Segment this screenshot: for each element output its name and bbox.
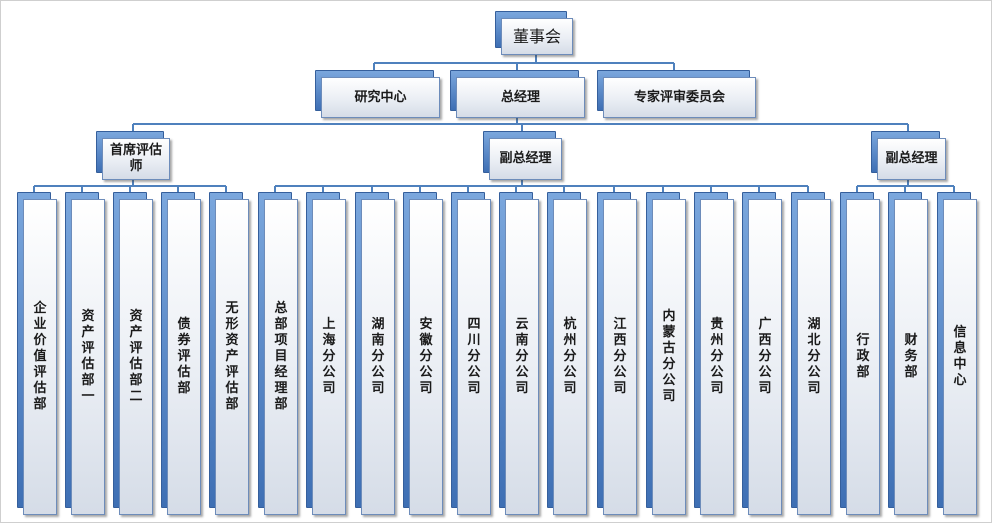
box-front: 财务部 <box>894 199 928 515</box>
jiangxi-branch-box: 江西分公司 <box>597 192 637 515</box>
box-label: 首席评估师 <box>109 143 162 174</box>
box-front: 副总经理 <box>489 138 562 180</box>
general-manager-box: 总经理 <box>450 70 585 118</box>
administration-dept-box: 行政部 <box>840 192 880 515</box>
box-label: 贵州分公司 <box>710 317 724 396</box>
box-label: 广西分公司 <box>758 317 772 396</box>
box-label: 安徽分公司 <box>419 317 433 396</box>
box-label: 研究中心 <box>354 89 407 105</box>
box-label: 资产评估部二 <box>129 309 143 404</box>
deputy-general-manager-box-1: 副总经理 <box>483 131 562 180</box>
box-label: 无形资产评估部 <box>225 301 239 412</box>
board-of-directors-box: 董事会 <box>495 11 573 55</box>
box-label: 四川分公司 <box>467 317 481 396</box>
box-label: 云南分公司 <box>515 317 529 396</box>
box-label: 湖北分公司 <box>807 317 821 396</box>
chief-appraiser-box: 首席评估师 <box>96 131 170 180</box>
box-front: 总经理 <box>456 77 585 118</box>
box-label: 专家评审委员会 <box>633 89 725 105</box>
box-front: 安徽分公司 <box>409 199 443 515</box>
guangxi-branch-box: 广西分公司 <box>742 192 782 515</box>
box-label: 债券评估部 <box>177 317 191 396</box>
box-label: 行政部 <box>856 333 870 380</box>
box-label: 上海分公司 <box>322 317 336 396</box>
information-center-box: 信息中心 <box>937 192 977 515</box>
box-label: 湖南分公司 <box>371 317 385 396</box>
intangible-asset-appraisal-dept-box: 无形资产评估部 <box>209 192 249 515</box>
box-front: 湖南分公司 <box>361 199 395 515</box>
finance-dept-box: 财务部 <box>888 192 928 515</box>
box-front: 资产评估部一 <box>71 199 105 515</box>
box-front: 专家评审委员会 <box>603 77 756 118</box>
anhui-branch-box: 安徽分公司 <box>403 192 443 515</box>
research-center-box: 研究中心 <box>315 70 440 118</box>
box-label: 江西分公司 <box>613 317 627 396</box>
box-front: 内蒙古分公司 <box>652 199 686 515</box>
box-label: 杭州分公司 <box>563 317 577 396</box>
box-front: 总部项目经理部 <box>264 199 298 515</box>
box-front: 四川分公司 <box>457 199 491 515</box>
box-label: 副总经理 <box>499 151 552 166</box>
box-label: 企业价值评估部 <box>33 301 47 412</box>
asset-appraisal-dept-1-box: 资产评估部一 <box>65 192 105 515</box>
box-front: 行政部 <box>846 199 880 515</box>
box-label: 董事会 <box>512 26 561 46</box>
asset-appraisal-dept-2-box: 资产评估部二 <box>113 192 153 515</box>
deputy-general-manager-box-2: 副总经理 <box>871 131 946 180</box>
box-label: 内蒙古分公司 <box>662 309 676 404</box>
guizhou-branch-box: 贵州分公司 <box>694 192 734 515</box>
box-front: 债券评估部 <box>167 199 201 515</box>
bond-appraisal-dept-box: 债券评估部 <box>161 192 201 515</box>
box-front: 信息中心 <box>943 199 977 515</box>
box-label: 副总经理 <box>885 151 938 166</box>
box-front: 云南分公司 <box>505 199 539 515</box>
hubei-branch-box: 湖北分公司 <box>791 192 831 515</box>
enterprise-valuation-dept-box: 企业价值评估部 <box>17 192 57 515</box>
inner-mongolia-branch-box: 内蒙古分公司 <box>646 192 686 515</box>
box-label: 总部项目经理部 <box>274 301 288 412</box>
box-front: 董事会 <box>501 18 573 55</box>
shanghai-branch-box: 上海分公司 <box>306 192 346 515</box>
expert-review-committee-box: 专家评审委员会 <box>597 70 756 118</box>
box-front: 研究中心 <box>321 77 440 118</box>
hq-project-manager-dept-box: 总部项目经理部 <box>258 192 298 515</box>
box-front: 首席评估师 <box>102 138 170 180</box>
box-front: 贵州分公司 <box>700 199 734 515</box>
box-label: 总经理 <box>500 89 540 105</box>
sichuan-branch-box: 四川分公司 <box>451 192 491 515</box>
box-front: 资产评估部二 <box>119 199 153 515</box>
box-label: 财务部 <box>904 333 918 380</box>
box-front: 湖北分公司 <box>797 199 831 515</box>
box-front: 杭州分公司 <box>553 199 587 515</box>
box-front: 副总经理 <box>877 138 946 180</box>
box-label: 资产评估部一 <box>81 309 95 404</box>
box-front: 企业价值评估部 <box>23 199 57 515</box>
box-front: 江西分公司 <box>603 199 637 515</box>
box-front: 上海分公司 <box>312 199 346 515</box>
hangzhou-branch-box: 杭州分公司 <box>547 192 587 515</box>
box-front: 无形资产评估部 <box>215 199 249 515</box>
box-label: 信息中心 <box>953 325 967 388</box>
box-front: 广西分公司 <box>748 199 782 515</box>
yunnan-branch-box: 云南分公司 <box>499 192 539 515</box>
hunan-branch-box: 湖南分公司 <box>355 192 395 515</box>
